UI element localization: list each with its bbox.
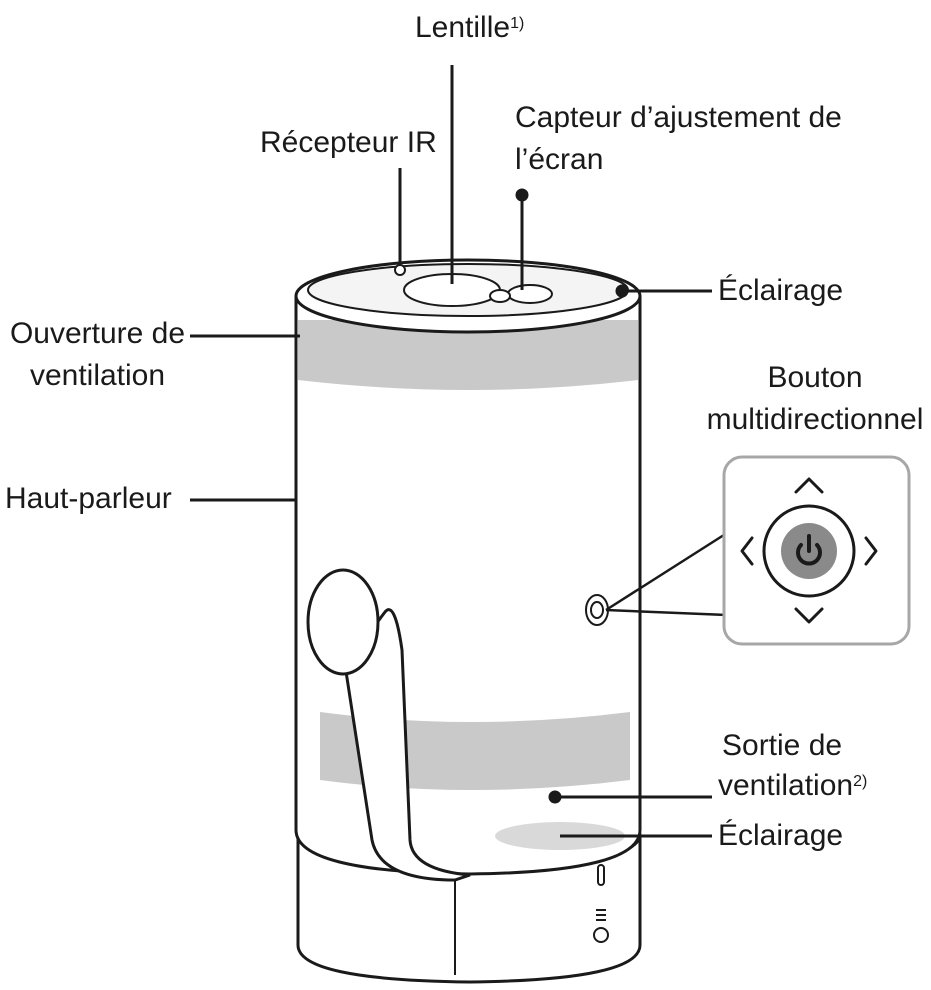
chevron-right-icon (864, 536, 878, 566)
label-button-line2: multidirectionnel (706, 403, 924, 436)
chevron-up-icon (794, 477, 824, 494)
label-lens-text: Lentille (415, 11, 511, 44)
label-lens-footnote: 1) (510, 15, 525, 32)
button-inset (605, 455, 911, 646)
label-vent-outlet-footnote: 2) (853, 773, 868, 790)
label-multidirectional-button: Bouton multidirectionnel (700, 360, 930, 438)
label-lighting-bottom: Éclairage (718, 818, 843, 854)
label-ir-receiver-text: Récepteur IR (260, 126, 437, 159)
chevron-left-icon (740, 536, 754, 566)
label-speaker-text: Haut-parleur (5, 482, 172, 515)
label-screen-sensor: Capteur d’ajustement de l’écran (515, 100, 842, 178)
leader-lines (190, 65, 712, 838)
label-vent-outlet: Sortie de ventilation2) (718, 728, 867, 804)
stand-arm (306, 568, 471, 882)
label-screen-sensor-line2: l’écran (515, 143, 604, 176)
label-vent-opening: Ouverture de ventilation (5, 316, 190, 394)
label-vent-opening-line2: ventilation (29, 359, 166, 392)
label-vent-outlet-line2: ventilation (718, 769, 854, 802)
label-button-line1: Bouton (767, 361, 863, 394)
label-speaker: Haut-parleur (5, 481, 172, 517)
label-vent-outlet-line2-wrap: ventilation2) (718, 768, 867, 804)
label-ir-receiver: Récepteur IR (260, 125, 437, 161)
label-vent-outlet-line1: Sortie de (722, 729, 843, 762)
label-lighting-top: Éclairage (718, 273, 843, 309)
power-icon (796, 534, 822, 566)
chevron-down-icon (794, 607, 824, 624)
label-vent-opening-line1: Ouverture de (9, 317, 186, 350)
joystick (585, 594, 609, 626)
label-lighting-top-text: Éclairage (718, 274, 844, 307)
label-lens: Lentille1) (415, 10, 524, 46)
projector-top (294, 258, 642, 334)
label-screen-sensor-line1: Capteur d’ajustement de (515, 101, 842, 134)
label-lighting-bottom-text: Éclairage (718, 819, 844, 852)
